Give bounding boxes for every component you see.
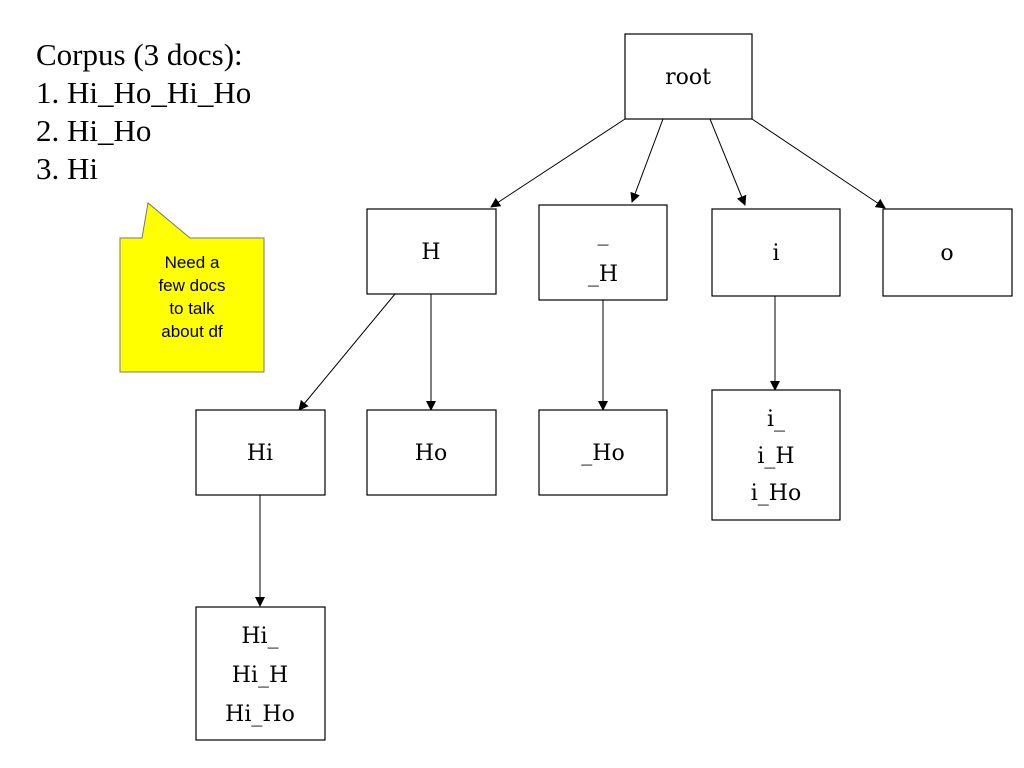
- node-uHo: _Ho: [538, 409, 668, 496]
- edge-root-i: [709, 118, 747, 206]
- corpus-title: Corpus (3 docs):: [36, 37, 243, 72]
- callout-line-1: Need a: [165, 253, 220, 272]
- node-uH: _ _H: [538, 204, 668, 301]
- callout-line-4: about df: [161, 322, 223, 341]
- node-iLeaf-line-2: i_H: [757, 444, 794, 469]
- node-uHo-label: _Ho: [581, 441, 624, 466]
- edges: [255, 118, 886, 607]
- corpus-list: Corpus (3 docs): 1. Hi_Ho_Hi_Ho 2. Hi_Ho…: [36, 36, 251, 188]
- callout-line-2: few docs: [158, 276, 225, 295]
- node-iLeaf-line-1: i_: [767, 407, 785, 432]
- node-iLeaf-line-3: i_Ho: [751, 481, 801, 506]
- corpus-doc-1: 1. Hi_Ho_Hi_Ho: [36, 75, 252, 110]
- edge-root-H: [490, 118, 626, 208]
- edge-root-uH: [630, 118, 664, 203]
- node-i-label: i: [772, 241, 779, 266]
- node-HiLeaf-line-3: Hi_Ho: [225, 702, 295, 727]
- edge-H-Hi: [298, 293, 396, 411]
- node-Ho: Ho: [366, 409, 497, 496]
- node-HiLeaf: Hi_ Hi_H Hi_Ho: [195, 606, 326, 741]
- node-iLeaf: i_ i_H i_Ho: [711, 389, 841, 521]
- node-HiLeaf-line-2: Hi_H: [232, 663, 288, 688]
- node-Hi: Hi: [195, 409, 326, 496]
- node-o: o: [882, 208, 1013, 297]
- node-i: i: [711, 208, 841, 297]
- node-root-label: root: [665, 65, 711, 90]
- node-H: H: [366, 208, 497, 295]
- node-HiLeaf-line-1: Hi_: [241, 624, 278, 649]
- node-uH-line-1: _: [598, 221, 609, 246]
- node-uH-line-2: _H: [588, 262, 618, 287]
- node-Hi-label: Hi: [247, 441, 273, 466]
- node-Ho-label: Ho: [415, 441, 447, 466]
- node-root: root: [624, 33, 753, 120]
- node-H-label: H: [421, 240, 440, 265]
- callout-line-3: to talk: [169, 299, 215, 318]
- node-o-label: o: [940, 241, 953, 266]
- edge-root-o: [751, 118, 886, 209]
- corpus-doc-3: 3. Hi: [36, 151, 98, 186]
- corpus-doc-2: 2. Hi_Ho: [36, 113, 152, 148]
- callout-note: Need a few docs to talk about df: [119, 202, 265, 373]
